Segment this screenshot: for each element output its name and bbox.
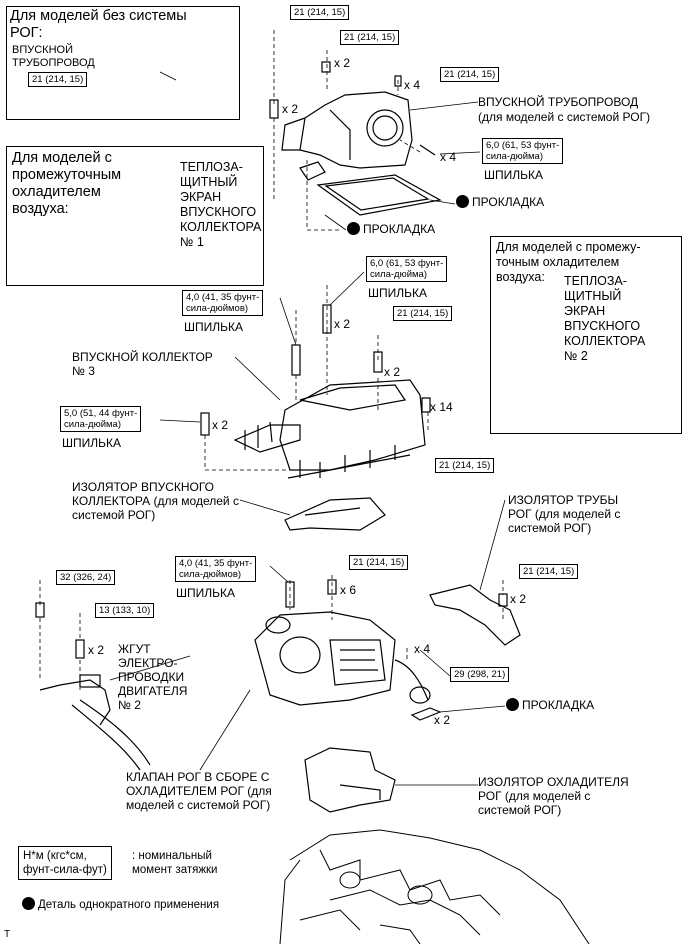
egr-pipe-insulator-drawing bbox=[429, 584, 521, 646]
torque-3: 21 (214, 15) bbox=[440, 67, 500, 82]
torque-12: 32 (326, 24) bbox=[56, 570, 116, 585]
label-stud-4: ШПИЛЬКА bbox=[62, 436, 121, 450]
inset-intercooler-2-title: Для моделей с промежу- точным охладителе… bbox=[496, 240, 641, 284]
qty-3: x 2 bbox=[334, 56, 351, 70]
inset-no-egr bbox=[6, 6, 240, 120]
torque-2: 21 (214, 15) bbox=[340, 30, 400, 45]
qty-4: x 4 bbox=[440, 150, 457, 164]
label-gasket-1: ПРОКЛАДКА bbox=[456, 195, 544, 209]
label-stud-5: ШПИЛЬКА bbox=[176, 586, 235, 600]
label-wire-harness: ЖГУТ ЭЛЕКТРО- ПРОВОДКИ ДВИГАТЕЛЯ № 2 bbox=[118, 642, 188, 712]
label-stud-2: ШПИЛЬКА bbox=[368, 286, 427, 300]
legend-dot-text: Деталь однократного применения bbox=[38, 899, 220, 911]
torque-9: 21 (214, 15) bbox=[435, 458, 495, 473]
label-gasket-3: ПРОКЛАДКА bbox=[506, 698, 594, 712]
label-intake-manifold: ВПУСКНОЙ КОЛЛЕКТОР № 3 bbox=[72, 350, 213, 378]
label-stud-3: ШПИЛЬКА bbox=[184, 320, 243, 334]
wire-harness-drawing bbox=[39, 674, 151, 771]
label-egr-valve: КЛАПАН РОГ В СБОРЕ С ОХЛАДИТЕЛЕМ РОГ (дл… bbox=[126, 770, 272, 812]
qty-7: x 2 bbox=[212, 418, 229, 432]
qty-2: x 4 bbox=[404, 78, 421, 92]
inset-intercooler-2 bbox=[490, 236, 682, 434]
label-intake-pipe: ВПУСКНОЙ ТРУБОПРОВОД (для моделей с сист… bbox=[478, 95, 651, 124]
qty-8: x 14 bbox=[430, 400, 453, 414]
inset-no-egr-part-label: ВПУСКНОЙ ТРУБОПРОВОД bbox=[12, 44, 95, 69]
qty-6: x 2 bbox=[384, 365, 401, 379]
qty-9: x 6 bbox=[340, 583, 357, 597]
gaskets-drawing bbox=[299, 161, 442, 721]
inset-intercooler-1-part-label: ТЕПЛОЗА- ЩИТНЫЙ ЭКРАН ВПУСКНОГО КОЛЛЕКТО… bbox=[180, 160, 262, 249]
qty-13: x 2 bbox=[434, 713, 451, 727]
legend-dot: Деталь однократного применения bbox=[22, 897, 219, 912]
intake-manifold-drawing bbox=[233, 379, 426, 479]
one-time-use-icon bbox=[456, 195, 469, 208]
gasket-2-text: ПРОКЛАДКА bbox=[363, 222, 436, 236]
qty-1: x 2 bbox=[282, 102, 299, 116]
torque-10: 4,0 (41, 35 фунт- сила-дюймов) bbox=[175, 556, 257, 582]
gasket-3-text: ПРОКЛАДКА bbox=[522, 698, 595, 712]
footer-mark: T bbox=[4, 929, 11, 940]
legend-unit-text: : номинальный момент затяжки bbox=[132, 850, 218, 876]
torque-5: 6,0 (61, 53 фунт- сила-дюйма) bbox=[366, 256, 448, 282]
qty-10: x 2 bbox=[88, 643, 105, 657]
torque-8: 5,0 (51, 44 фунт- сила-дюйма) bbox=[60, 406, 142, 432]
studs-drawing bbox=[35, 99, 508, 659]
torque-14: 21 (214, 15) bbox=[519, 564, 579, 579]
torque-15: 29 (298, 21) bbox=[450, 667, 510, 682]
torque-11: 21 (214, 15) bbox=[349, 555, 409, 570]
torque-1: 21 (214, 15) bbox=[290, 5, 350, 20]
label-egr-cooler-insulator: ИЗОЛЯТОР ОХЛАДИТЕЛЯ РОГ (для моделей с с… bbox=[478, 775, 629, 817]
legend-unit-box: Н*м (кгс*см, фунт-сила-фут) bbox=[18, 846, 112, 880]
torque-13: 13 (133, 10) bbox=[95, 603, 155, 618]
torque-7: 21 (214, 15) bbox=[393, 306, 453, 321]
label-manifold-insulator: ИЗОЛЯТОР ВПУСКНОГО КОЛЛЕКТОРА (для модел… bbox=[72, 480, 239, 522]
engine-block-drawing bbox=[279, 829, 590, 944]
torque-6: 4,0 (41, 35 фунт- сила-дюймов) bbox=[182, 290, 264, 316]
one-time-use-icon bbox=[506, 698, 519, 711]
manifold-insulator-drawing bbox=[284, 497, 386, 531]
egr-intake-pipe-drawing bbox=[281, 61, 436, 169]
torque-4: 6,0 (61, 53 фунт- сила-дюйма) bbox=[482, 138, 564, 164]
inset-intercooler-1 bbox=[6, 146, 264, 286]
qty-5: x 2 bbox=[334, 317, 351, 331]
inset-intercooler-2-part-label: ТЕПЛОЗА- ЩИТНЫЙ ЭКРАН ВПУСКНОГО КОЛЛЕКТО… bbox=[564, 274, 646, 363]
qty-11: x 2 bbox=[510, 592, 527, 606]
gasket-1-text: ПРОКЛАДКА bbox=[472, 195, 545, 209]
one-time-use-icon bbox=[347, 222, 360, 235]
inset-no-egr-torque: 21 (214, 15) bbox=[28, 72, 88, 87]
label-stud-1: ШПИЛЬКА bbox=[484, 168, 543, 182]
qty-12: x 4 bbox=[414, 642, 431, 656]
label-gasket-2: ПРОКЛАДКА bbox=[347, 222, 435, 236]
inset-intercooler-1-title: Для моделей с промежуточным охладителем … bbox=[12, 150, 122, 217]
egr-valve-drawing bbox=[254, 611, 431, 706]
label-egr-pipe-insulator: ИЗОЛЯТОР ТРУБЫ РОГ (для моделей с систем… bbox=[508, 493, 621, 535]
one-time-use-icon bbox=[22, 897, 35, 910]
inset-no-egr-title: Для моделей без системы РОГ: bbox=[10, 8, 187, 41]
egr-cooler-insulator-drawing bbox=[304, 747, 396, 813]
